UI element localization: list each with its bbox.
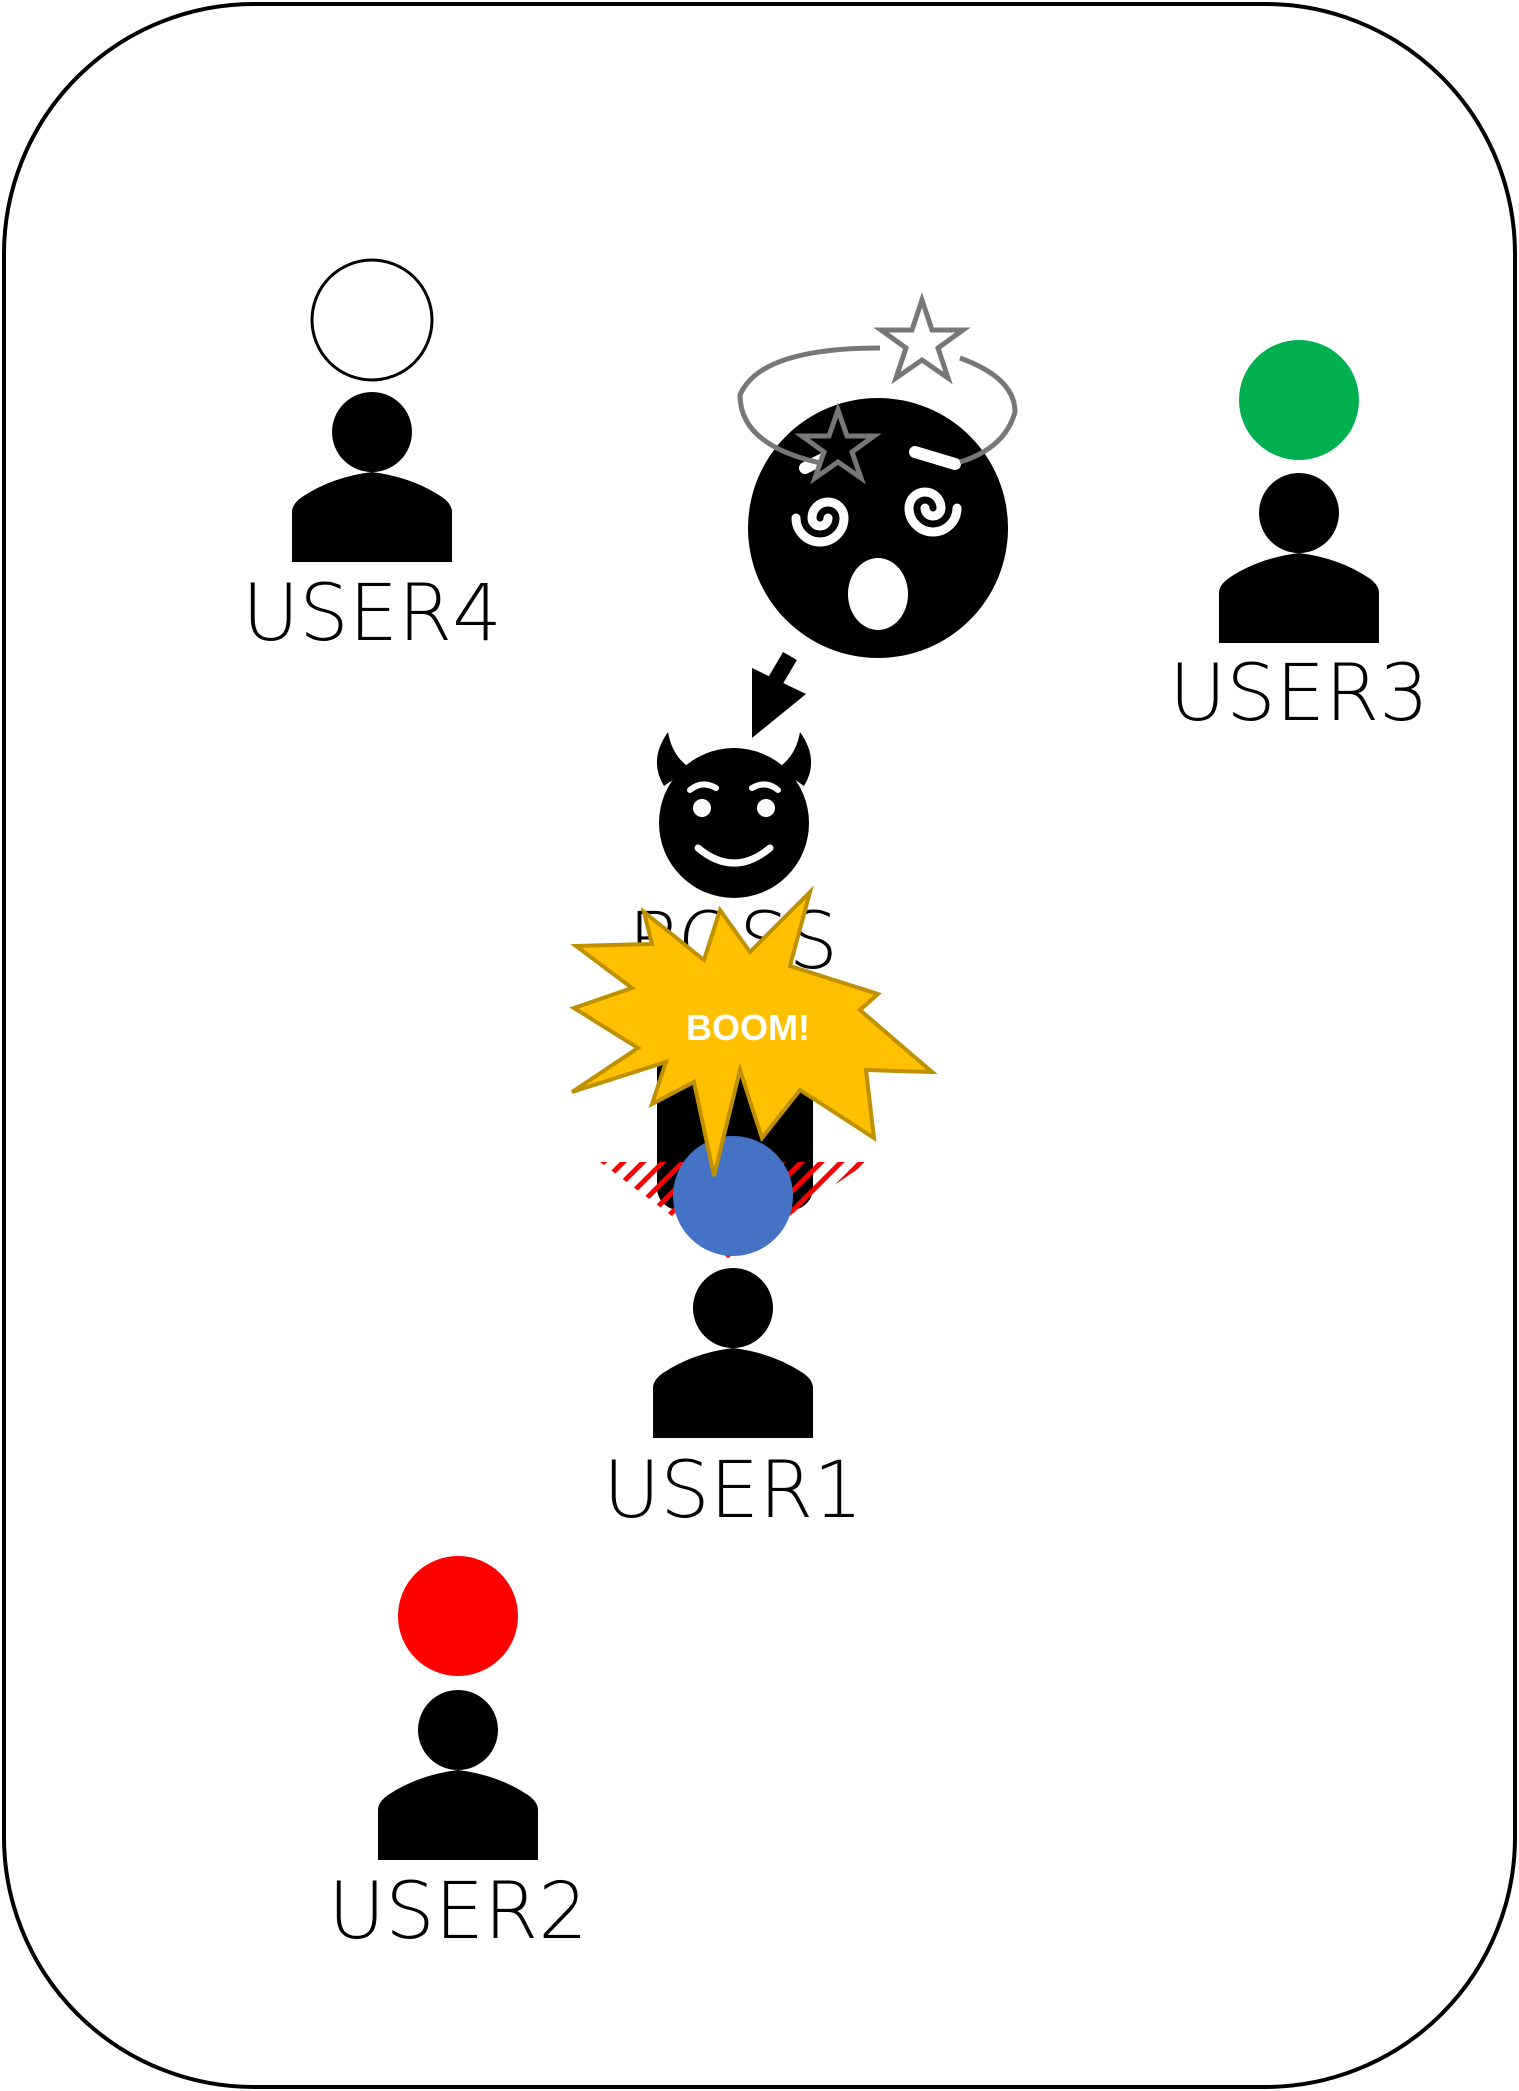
person-icon [378, 1690, 538, 1860]
user3-marker [1239, 340, 1359, 460]
user3-label: USER3 [1169, 649, 1429, 739]
user4-marker [310, 258, 434, 382]
user4-label: USER4 [242, 569, 502, 659]
devil-face-icon [656, 732, 812, 898]
dizzy-stars-icon [737, 292, 1018, 485]
user2-label: USER2 [328, 1867, 588, 1957]
user2-group: USER2 [328, 1556, 588, 1957]
explosion-text: BOOM! [686, 1007, 810, 1048]
person-icon [1219, 473, 1379, 643]
user1-marker [673, 1136, 793, 1256]
user3-group: USER3 [1169, 340, 1429, 739]
explosion-burst-icon: BOOM! [569, 885, 938, 1177]
user1-group: USER1 [603, 1136, 863, 1536]
person-icon [292, 392, 452, 562]
person-icon [653, 1268, 813, 1438]
dizzy-face-icon [748, 398, 1008, 658]
user1-label: USER1 [603, 1446, 863, 1536]
user4-group: USER4 [242, 258, 502, 659]
arrow-down-left-icon [752, 651, 806, 738]
user2-marker [398, 1556, 518, 1676]
